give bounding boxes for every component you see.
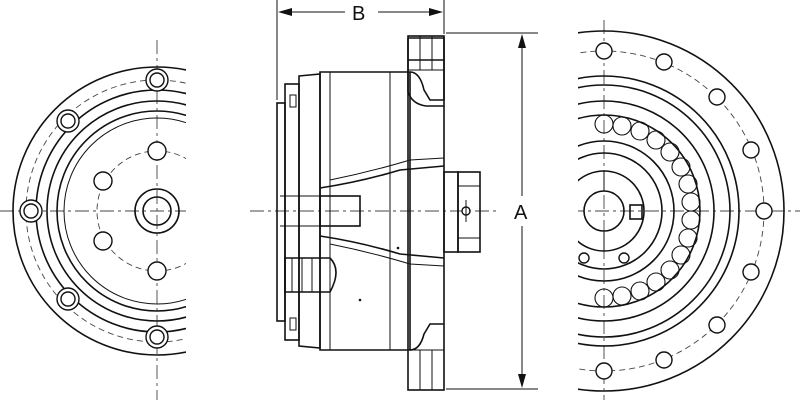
flange-hole bbox=[595, 362, 613, 380]
inner-hole bbox=[93, 231, 113, 251]
socket-screw bbox=[145, 325, 169, 349]
inner-hole bbox=[147, 141, 167, 161]
flange-hole bbox=[755, 202, 773, 220]
flange-hole bbox=[655, 53, 673, 71]
roller-bearing bbox=[594, 114, 701, 308]
dimension-label-a: A bbox=[514, 202, 528, 224]
flange-hole bbox=[655, 351, 673, 369]
flange-hole bbox=[708, 88, 726, 106]
side-section-view bbox=[250, 35, 500, 391]
socket-screw bbox=[19, 199, 43, 223]
input-end-view bbox=[0, 40, 186, 400]
inner-hole bbox=[147, 261, 167, 281]
flange-hole bbox=[708, 316, 726, 334]
socket-screw bbox=[56, 109, 80, 133]
socket-screw bbox=[145, 68, 169, 92]
flange-hole bbox=[742, 263, 760, 281]
dimension-a: A bbox=[446, 32, 538, 390]
dimension-label-b: B bbox=[352, 3, 365, 25]
flange-hole bbox=[742, 141, 760, 159]
output-end-view bbox=[578, 20, 800, 400]
socket-screw bbox=[56, 287, 80, 311]
inner-hole bbox=[93, 171, 113, 191]
dimension-b: B bbox=[276, 0, 445, 100]
flange-hole bbox=[595, 42, 613, 60]
